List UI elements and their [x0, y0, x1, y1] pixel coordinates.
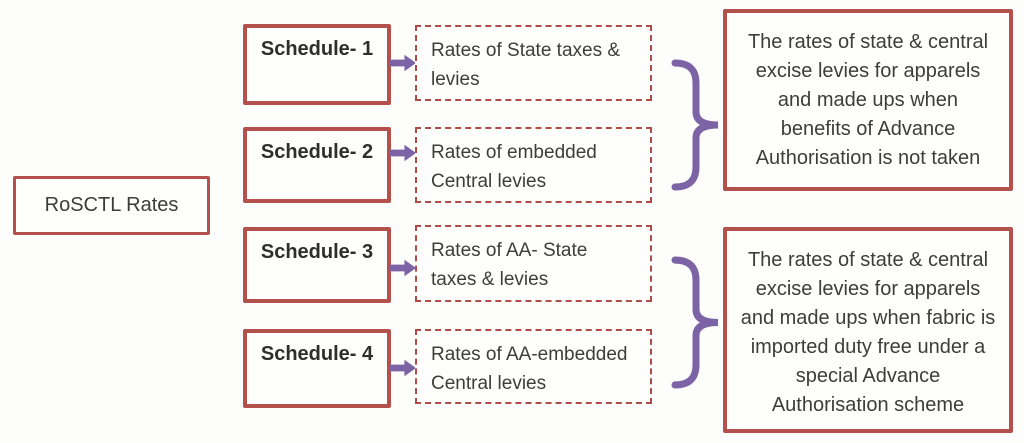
schedule-3-box: Schedule- 3 [243, 227, 391, 303]
right-arrow-icon [389, 259, 417, 277]
desc-line: Rates of State taxes & [431, 40, 621, 61]
schedule-2-box: Schedule- 2 [243, 127, 391, 203]
right-arrow-icon [389, 54, 417, 72]
summary-line: Authorisation scheme [771, 394, 965, 416]
right-curly-brace-icon [671, 256, 719, 389]
schedule-1-label: Schedule- 1 [260, 38, 374, 60]
desc-line: levies [431, 69, 480, 90]
summary-line: The rates of state & central [747, 249, 989, 271]
summary-line: Authorisation is not taken [755, 147, 981, 169]
summary-line: excise levies for apparels [755, 60, 981, 82]
schedule-3-desc-box: Rates of AA- State taxes & levies [415, 225, 652, 302]
schedule-1-desc-box: Rates of State taxes & levies [415, 25, 652, 101]
schedule-2-label: Schedule- 2 [260, 141, 374, 163]
right-curly-brace-icon [671, 59, 719, 191]
summary-line: excise levies for apparels [755, 278, 981, 300]
schedule-2-desc-box: Rates of embedded Central levies [415, 127, 652, 203]
schedule-4-label: Schedule- 4 [260, 343, 374, 365]
desc-line: Central levies [431, 171, 547, 192]
desc-line: Central levies [431, 373, 547, 394]
desc-line: Rates of AA- State [431, 240, 588, 261]
desc-line: Rates of embedded [431, 142, 597, 163]
summary-line: The rates of state & central [747, 31, 989, 53]
summary-line: and made ups when [777, 89, 959, 111]
schedule-3-label: Schedule- 3 [260, 241, 374, 263]
summary-line: and made ups when fabric is [740, 307, 996, 329]
desc-line: taxes & levies [431, 269, 549, 290]
schedule-4-box: Schedule- 4 [243, 329, 391, 408]
right-arrow-icon [389, 359, 417, 377]
summary-line: benefits of Advance [780, 118, 956, 140]
rosctl-rates-box: RoSCTL Rates [13, 176, 210, 235]
summary-box-no-advance-authorisation: The rates of state & central excise levi… [723, 9, 1013, 191]
schedule-4-desc-box: Rates of AA-embedded Central levies [415, 329, 652, 404]
summary-line: imported duty free under a [750, 336, 986, 358]
right-arrow-icon [389, 144, 417, 162]
desc-line: Rates of AA-embedded [431, 344, 628, 365]
rosctl-rates-label: RoSCTL Rates [44, 194, 179, 216]
schedule-1-box: Schedule- 1 [243, 24, 391, 105]
summary-line: special Advance [795, 365, 941, 387]
summary-box-advance-authorisation-scheme: The rates of state & central excise levi… [723, 227, 1013, 433]
